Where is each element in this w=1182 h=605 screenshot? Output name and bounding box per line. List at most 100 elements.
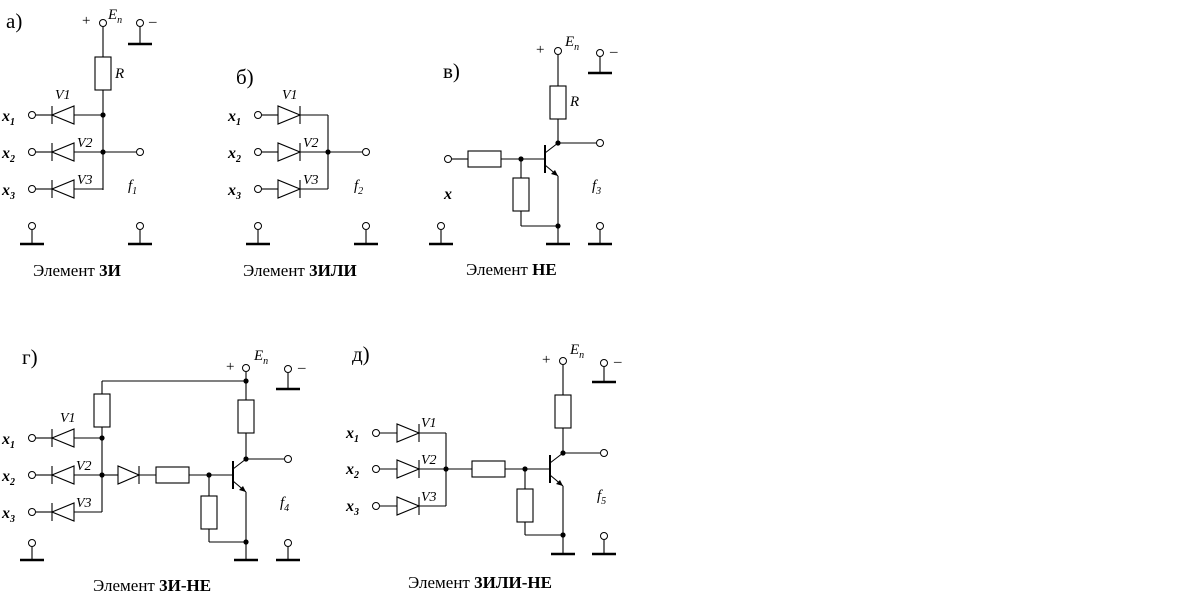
diode-label-v1: V1 (282, 88, 298, 103)
output-f4: f4 (280, 495, 289, 514)
diode-label-v3: V3 (77, 173, 93, 188)
supply-label: Eп (569, 342, 584, 361)
diode-v1 (28, 428, 102, 448)
caption-b: Элемент 3ИЛИ (243, 261, 357, 280)
resistor (516, 488, 534, 523)
input-x2: x2 (345, 461, 359, 481)
supply-label: Eп (107, 7, 122, 26)
resistor (237, 399, 255, 434)
output-f1: f1 (128, 178, 137, 197)
transistor (232, 458, 247, 493)
resistor-label: R (569, 94, 579, 110)
panel-letter-v: в) (443, 59, 460, 83)
caption-v: Элемент НЕ (466, 260, 557, 279)
diode-label-v2: V2 (76, 459, 92, 474)
supply-minus: – (609, 44, 618, 60)
panel-letter-d: д) (352, 342, 370, 366)
panel-letter-g: г) (22, 345, 38, 369)
supply-terminal (554, 47, 562, 55)
series-diode (117, 465, 141, 485)
resistor-r (549, 85, 567, 120)
input-x2: x2 (1, 468, 15, 488)
input-x1: x1 (1, 431, 15, 451)
diode-label-v2: V2 (421, 453, 437, 468)
diode-label-v1: V1 (421, 416, 437, 431)
input-x2: x2 (1, 145, 15, 165)
transistor (544, 142, 559, 177)
input-x3: x3 (1, 182, 15, 202)
diode-label-v3: V3 (76, 496, 92, 511)
panel-and3: а) + Eп – R (1, 7, 157, 280)
diode-v3 (28, 179, 103, 199)
input-x1: x1 (1, 108, 15, 128)
supply-minus: – (613, 354, 622, 370)
diode-v2 (254, 142, 328, 162)
input-terminal (444, 155, 452, 163)
resistor (200, 495, 218, 530)
supply-plus: + (542, 352, 550, 368)
diode-v2 (28, 142, 103, 162)
diode-label-v3: V3 (303, 173, 319, 188)
supply-terminal (242, 364, 250, 372)
input-x3: x3 (1, 505, 15, 525)
diode-v3 (28, 502, 102, 522)
output-f3: f3 (592, 178, 601, 197)
supply-plus: + (226, 359, 234, 375)
diode-v2 (372, 459, 446, 479)
input-x1: x1 (345, 425, 359, 445)
diode-v1 (28, 105, 103, 125)
resistor (467, 150, 502, 168)
supply-minus-terminal (600, 359, 608, 367)
output-f2: f2 (354, 178, 363, 197)
supply-label: Eп (564, 34, 579, 53)
diode-v2 (28, 465, 102, 485)
caption-a: Элемент 3И (33, 261, 121, 280)
diode-label-v2: V2 (77, 136, 93, 151)
input-x3: x3 (345, 498, 359, 518)
output-terminal (596, 139, 604, 147)
panel-not: в) + Eп – R f3 (429, 34, 618, 279)
supply-terminal (99, 19, 107, 27)
input-x3: x3 (227, 182, 241, 202)
diode-label-v3: V3 (421, 490, 437, 505)
diode-label-v1: V1 (55, 88, 71, 103)
supply-minus-terminal (136, 19, 144, 27)
supply-minus: – (297, 360, 306, 376)
output-terminal (284, 455, 292, 463)
input-x1: x1 (227, 108, 241, 128)
input-x2: x2 (227, 145, 241, 165)
resistor (155, 466, 190, 484)
output-terminal (136, 148, 144, 156)
caption-d: Элемент 3ИЛИ-НЕ (408, 573, 552, 592)
supply-minus-terminal (284, 365, 292, 373)
supply-plus: + (536, 42, 544, 58)
resistor (471, 460, 506, 478)
supply-minus: – (148, 14, 157, 30)
panel-or3: б) V1 V2 V3 x1 x2 x3 (227, 65, 378, 280)
caption-g: Элемент 3И-НЕ (93, 576, 211, 595)
diode-v3 (254, 179, 328, 199)
diode-label-v2: V2 (303, 136, 319, 151)
supply-terminal (559, 357, 567, 365)
panel-letter-a: а) (6, 9, 22, 33)
diode-v1 (372, 423, 446, 443)
resistor (93, 393, 111, 428)
diode-v1 (254, 105, 328, 125)
panel-letter-b: б) (236, 65, 254, 89)
supply-label: Eп (253, 348, 268, 367)
output-terminal (600, 449, 608, 457)
diode-v3 (372, 496, 446, 516)
input-x: x (443, 186, 452, 203)
diode-label-v1: V1 (60, 411, 76, 426)
panel-nand3: г) + Eп – (1, 345, 306, 595)
resistor-r (94, 56, 112, 91)
supply-minus-terminal (596, 49, 604, 57)
supply-plus: + (82, 13, 90, 29)
output-terminal (362, 148, 370, 156)
output-f5: f5 (597, 488, 606, 507)
resistor-label: R (114, 66, 124, 82)
resistor (554, 394, 572, 429)
panel-nor3: д) + Eп – V1 (345, 342, 622, 592)
resistor (512, 177, 530, 212)
